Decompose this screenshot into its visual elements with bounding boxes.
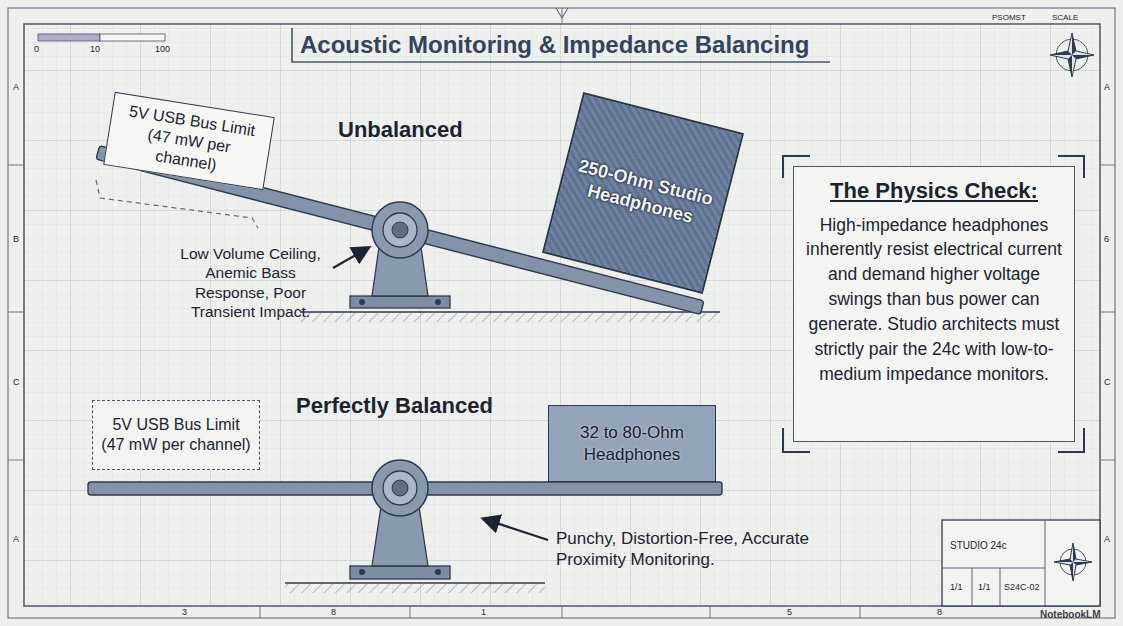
path-shape <box>783 156 1084 452</box>
grid-letter: A <box>13 534 19 545</box>
grid-number: 8 <box>331 607 336 618</box>
box-label: 32 to 80-Ohm Headphones <box>557 422 707 465</box>
headphone-load-box: 32 to 80-Ohm Headphones <box>548 405 716 482</box>
rect-shape <box>942 520 1100 606</box>
title-block-text: STUDIO 24c <box>950 540 1007 553</box>
path-shape <box>285 582 545 584</box>
circle-shape <box>383 213 417 247</box>
path-shape <box>942 520 1045 606</box>
grid-letter: C <box>13 377 20 388</box>
physics-check-panel: The Physics Check: High-impedance headpho… <box>793 166 1075 442</box>
rect-shape <box>38 34 100 41</box>
path-shape <box>1054 543 1092 581</box>
grid-letter: A <box>13 82 19 93</box>
path-shape <box>1050 33 1094 77</box>
state-heading: Perfectly Balanced <box>296 392 493 420</box>
grid-letter: A <box>1104 534 1110 545</box>
circle-shape <box>392 222 408 238</box>
rect-shape <box>300 313 720 322</box>
grid-number: 5 <box>787 607 792 618</box>
rect-shape <box>285 584 545 593</box>
circle-shape <box>383 471 417 505</box>
ghost-outline <box>100 198 258 228</box>
path-shape <box>96 180 100 198</box>
pivot-base <box>350 296 450 308</box>
scale-number: 0 <box>34 44 39 55</box>
box-label: 5V USB Bus Limit (47 mW per channel) <box>113 100 265 182</box>
scale-bar <box>38 34 165 41</box>
circle-shape <box>359 299 365 305</box>
effect-note: Low Volume Ceiling, Anemic Bass Response… <box>168 244 333 322</box>
inner-frame <box>24 24 1100 606</box>
path-shape <box>300 311 720 313</box>
pivot-base <box>350 566 450 579</box>
circle-shape <box>435 299 441 305</box>
circle-shape <box>435 569 441 575</box>
grid-number: 1 <box>481 607 486 618</box>
grid <box>24 24 1100 606</box>
grid-letter: A <box>1104 82 1110 93</box>
pivot-hub <box>372 202 428 258</box>
box-label: 5V USB Bus Limit (47 mW per channel) <box>101 415 251 455</box>
title-bracket <box>292 28 830 62</box>
title-block-text: 1/1 <box>978 582 991 593</box>
center-mark <box>556 8 568 18</box>
circle-shape <box>359 569 365 575</box>
headphone-load-box: 250-Ohm Studio Headphones <box>542 92 744 294</box>
watermark: NotebookLM <box>1040 609 1101 622</box>
power-limit-box: 5V USB Bus Limit (47 mW per channel) <box>92 400 260 470</box>
path-shape <box>1054 543 1092 581</box>
grid-letter: 6 <box>1104 234 1109 245</box>
effect-note: Punchy, Distortion-Free, Accurate Proxim… <box>556 528 826 571</box>
frame-ticks <box>8 8 1115 618</box>
grid-letter: B <box>13 234 19 245</box>
sheet-note: SCALE <box>1052 13 1078 23</box>
scale-number: 10 <box>90 44 100 55</box>
panel-body: High-impedance headphones inherently res… <box>806 213 1062 387</box>
grid-letter: C <box>1104 377 1111 388</box>
power-limit-box: 5V USB Bus Limit (47 mW per channel) <box>103 92 275 190</box>
compass-rose <box>1050 33 1094 77</box>
leader-arrow <box>333 248 368 268</box>
scale-number: 100 <box>155 44 170 55</box>
path-shape <box>1050 33 1094 77</box>
grid-number: 8 <box>937 607 942 618</box>
rect-shape <box>100 34 165 41</box>
box-label: 250-Ohm Studio Headphones <box>567 153 720 233</box>
grid-number: 3 <box>182 607 187 618</box>
outer-frame <box>8 8 1115 618</box>
diagram-title: Acoustic Monitoring & Impedance Balancin… <box>300 30 809 60</box>
path-shape <box>8 8 1115 618</box>
state-heading: Unbalanced <box>338 116 463 144</box>
title-block <box>942 520 1100 606</box>
title-block-text: S24C-02 <box>1004 582 1040 593</box>
panel-brackets <box>783 156 1084 452</box>
title-block-text: 1/1 <box>950 582 963 593</box>
panel-heading: The Physics Check: <box>830 177 1038 205</box>
circle-shape <box>392 480 408 496</box>
g-shape <box>1054 543 1092 581</box>
sheet-note: PSOMST <box>992 13 1026 23</box>
leader-arrow <box>484 519 548 540</box>
pivot-hub <box>372 460 428 516</box>
